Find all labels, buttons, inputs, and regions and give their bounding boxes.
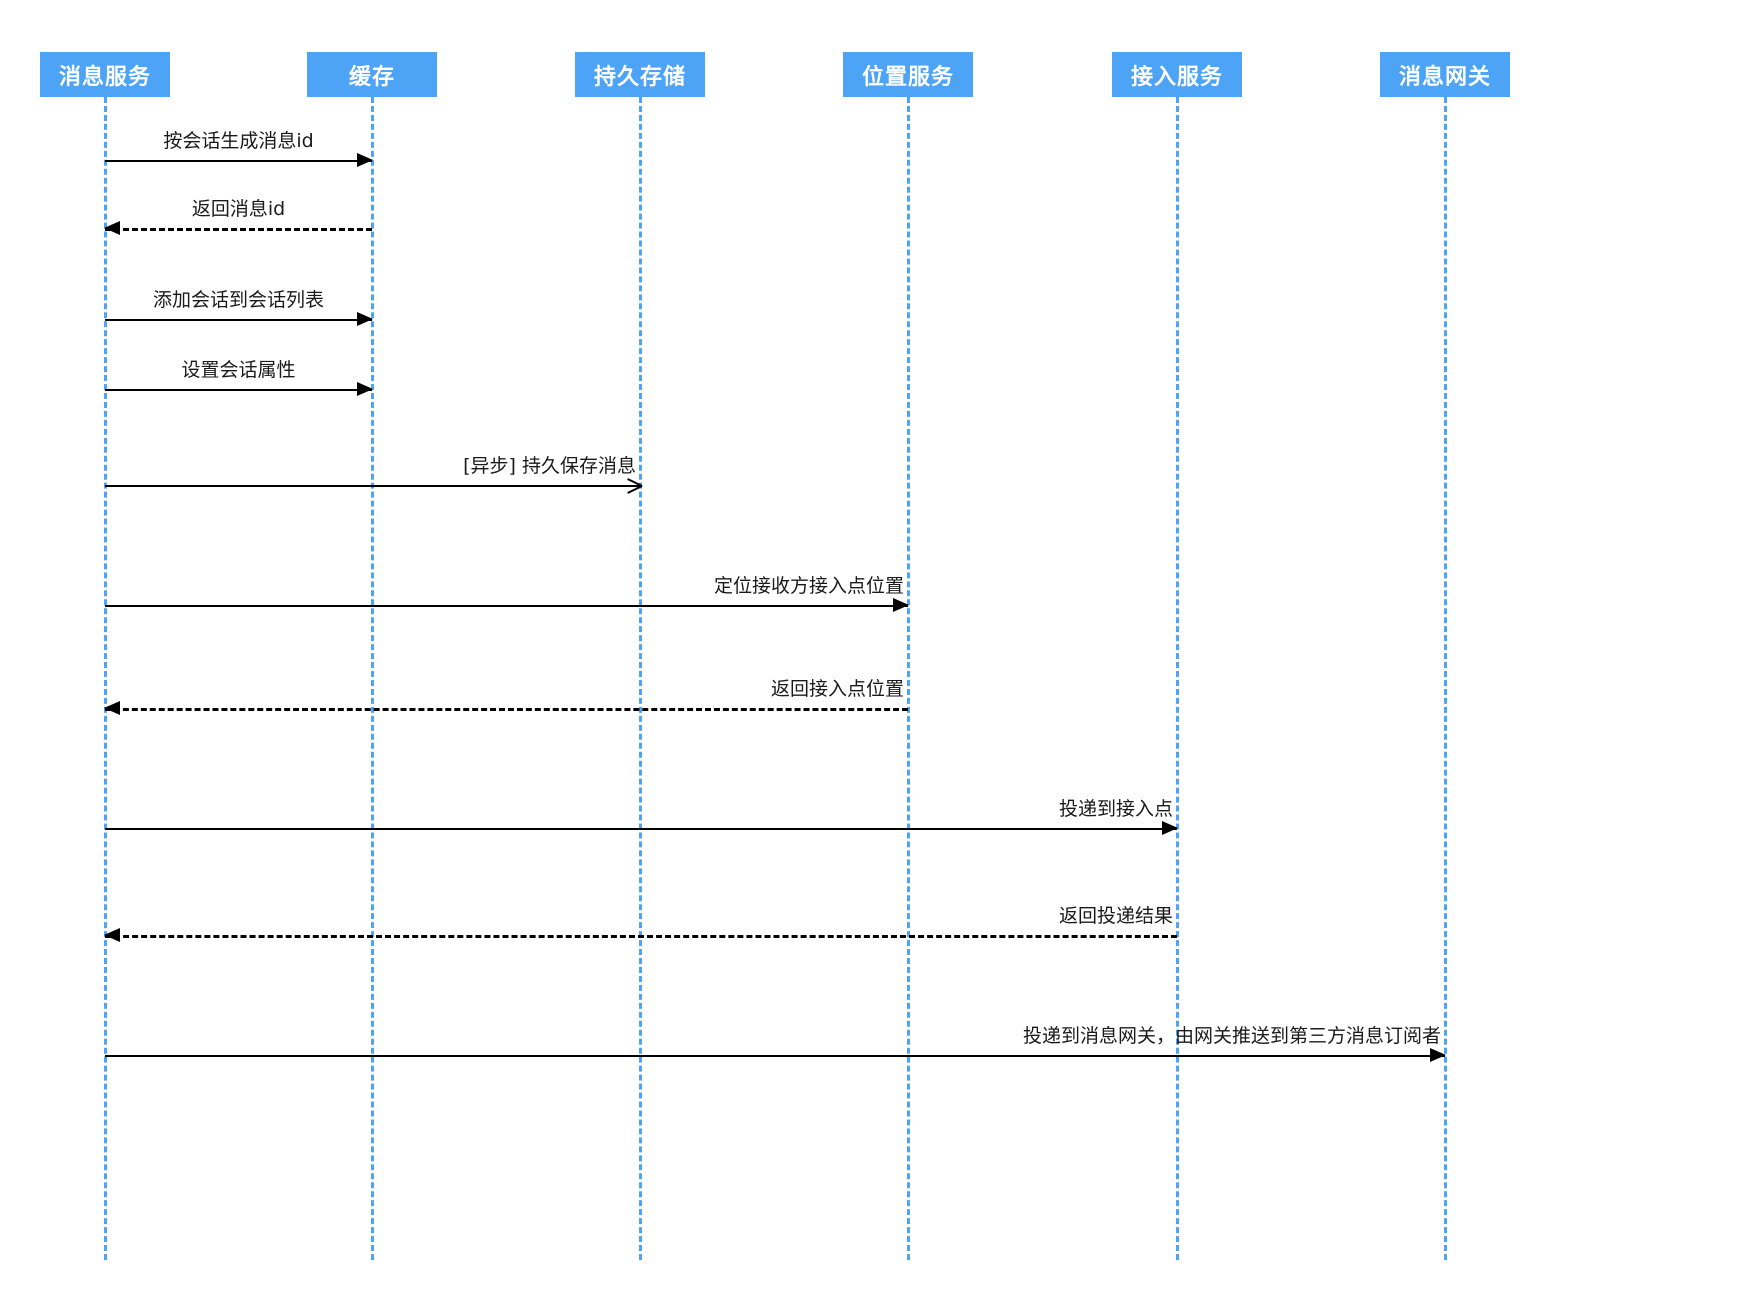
message-label: 按会话生成消息id bbox=[163, 130, 314, 152]
message-line-solid bbox=[105, 605, 908, 607]
message-label: 添加会话到会话列表 bbox=[152, 289, 325, 311]
lifeline-cache bbox=[371, 97, 374, 1260]
participant-persistent-store[interactable]: 持久存储 bbox=[575, 52, 705, 97]
lifeline-message-service bbox=[104, 97, 107, 1260]
participant-message-gateway[interactable]: 消息网关 bbox=[1380, 52, 1510, 97]
message-label: 投递到消息网关，由网关推送到第三方消息订阅者 bbox=[1022, 1025, 1441, 1047]
message-label: 返回投递结果 bbox=[1058, 905, 1173, 927]
participant-message-service[interactable]: 消息服务 bbox=[40, 52, 170, 97]
arrowhead-open-right-icon bbox=[626, 476, 640, 494]
arrowhead-right-icon bbox=[1162, 821, 1178, 835]
participant-label: 位置服务 bbox=[861, 64, 954, 90]
arrowhead-right-icon bbox=[1430, 1048, 1446, 1062]
message-line-solid bbox=[105, 319, 372, 321]
participant-access-service[interactable]: 接入服务 bbox=[1112, 52, 1242, 97]
participant-cache[interactable]: 缓存 bbox=[307, 52, 437, 97]
message-label: 设置会话属性 bbox=[181, 359, 296, 381]
participant-label: 消息网关 bbox=[1398, 64, 1491, 90]
message-label: 返回接入点位置 bbox=[770, 678, 904, 700]
message-line-solid bbox=[105, 828, 1177, 830]
message-line-solid bbox=[105, 1055, 1445, 1057]
message-label: 投递到接入点 bbox=[1058, 798, 1173, 820]
message-line-dashed bbox=[105, 228, 372, 231]
message-label: 定位接收方接入点位置 bbox=[713, 575, 904, 597]
arrowhead-right-icon bbox=[893, 598, 909, 612]
arrowhead-left-icon bbox=[104, 701, 120, 715]
message-line-dashed bbox=[105, 935, 1177, 938]
arrowhead-left-icon bbox=[104, 928, 120, 942]
arrowhead-left-icon bbox=[104, 221, 120, 235]
arrowhead-right-icon bbox=[357, 382, 373, 396]
message-line-solid bbox=[105, 389, 372, 391]
lifeline-persistent-store bbox=[639, 97, 642, 1260]
participant-label: 缓存 bbox=[348, 64, 395, 90]
arrowhead-right-icon bbox=[357, 312, 373, 326]
participant-label: 消息服务 bbox=[58, 64, 151, 90]
message-label: [异步] 持久保存消息 bbox=[463, 455, 636, 477]
lifeline-location-service bbox=[907, 97, 910, 1260]
message-label: 返回消息id bbox=[191, 198, 286, 220]
arrowhead-right-icon bbox=[357, 153, 373, 167]
lifeline-access-service bbox=[1176, 97, 1179, 1260]
participant-location-service[interactable]: 位置服务 bbox=[843, 52, 973, 97]
message-line-solid bbox=[105, 485, 640, 487]
message-line-solid bbox=[105, 160, 372, 162]
lifeline-message-gateway bbox=[1444, 97, 1447, 1260]
participant-label: 持久存储 bbox=[593, 64, 686, 90]
participant-label: 接入服务 bbox=[1130, 64, 1223, 90]
message-line-dashed bbox=[105, 708, 908, 711]
